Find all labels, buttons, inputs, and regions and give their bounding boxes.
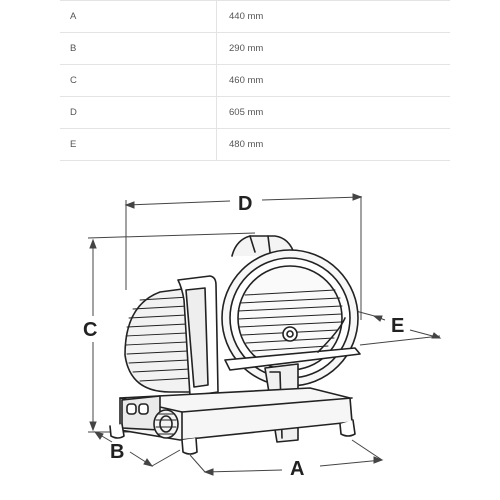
dimension-key: A [60, 0, 217, 33]
dimension-label-d: D [238, 193, 252, 215]
dimension-label-b: B [110, 441, 124, 463]
table-row: B 290 mm [60, 32, 450, 65]
table-row: E 480 mm [60, 128, 450, 161]
dimension-label-e: E [391, 315, 404, 337]
dimensions-table: A 440 mm B 290 mm C 460 mm D 605 mm E 48… [60, 0, 450, 161]
dimension-value: 290 mm [216, 32, 450, 65]
dimension-key: B [60, 32, 217, 65]
dimension-label-c: C [83, 319, 97, 341]
slicer-machine-illustration [109, 235, 361, 455]
dimension-value: 440 mm [216, 0, 450, 33]
dimension-value: 480 mm [216, 128, 450, 161]
dimension-e [351, 309, 442, 346]
dimension-b [93, 431, 181, 467]
dimension-label-a: A [290, 458, 304, 480]
dimension-key: C [60, 64, 217, 97]
dimension-value: 605 mm [216, 96, 450, 129]
dimension-key: D [60, 96, 217, 129]
table-row: A 440 mm [60, 0, 450, 33]
dimension-d [124, 193, 363, 320]
slicer-dimension-diagram: D C B A E [83, 193, 442, 480]
dimension-value: 460 mm [216, 64, 450, 97]
table-row: C 460 mm [60, 64, 450, 97]
table-row: D 605 mm [60, 96, 450, 129]
dimension-key: E [60, 128, 217, 161]
dimension-a [189, 439, 384, 476]
